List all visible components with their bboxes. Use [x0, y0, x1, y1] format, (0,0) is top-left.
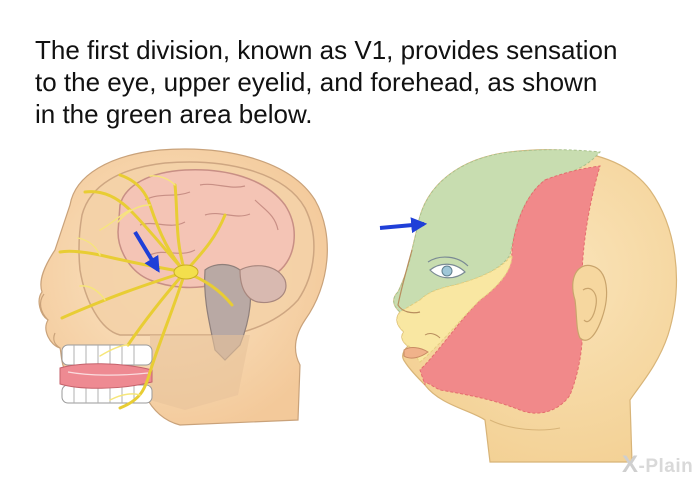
brain-folds [139, 183, 279, 256]
trigeminal-ganglion [173, 264, 199, 280]
nose-outline [397, 249, 421, 314]
caption-line-2: to the eye, upper eyelid, and forehead, … [35, 67, 598, 97]
cerebellum [239, 265, 287, 304]
v3-region [396, 253, 513, 363]
tongue [59, 363, 153, 389]
caption-line-3: in the green area below. [35, 99, 313, 129]
right-pointer-arrow [379, 217, 428, 234]
eye-icon [427, 256, 469, 279]
lips [403, 347, 429, 359]
trigeminal-fine-branches [77, 175, 176, 401]
left-pointer-arrow [133, 230, 160, 273]
logo-text: -Plain [638, 456, 694, 477]
face-profile-lines [39, 293, 61, 349]
jaw-bone [150, 335, 250, 410]
v2-region [419, 165, 601, 414]
left-anatomy-head [38, 148, 328, 426]
xplain-logo: X-Plain [622, 451, 693, 479]
ear [572, 264, 608, 341]
right-dermatome-head [379, 149, 677, 463]
caption-line-1: The first division, known as V1, provide… [35, 35, 618, 65]
logo-mark: X [622, 451, 639, 478]
teeth [61, 344, 153, 404]
caption-text: The first division, known as V1, provide… [35, 34, 675, 130]
